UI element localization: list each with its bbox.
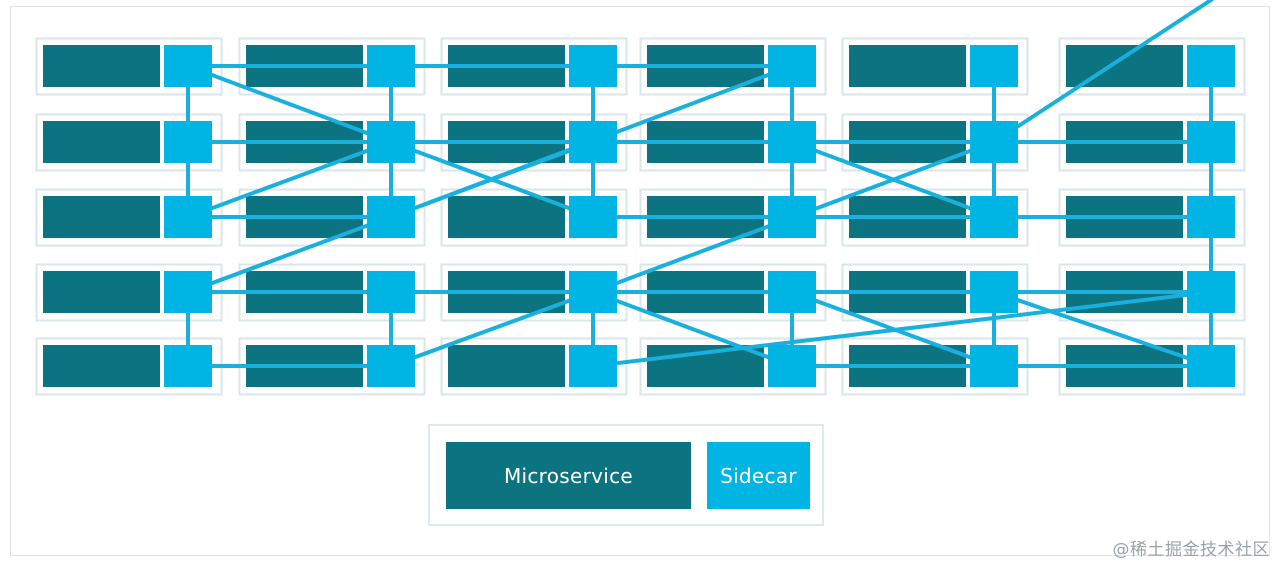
sidecar-block	[768, 196, 816, 238]
sidecar-block	[367, 121, 415, 163]
microservice-block	[448, 345, 565, 387]
sidecar-block	[367, 271, 415, 313]
mesh-link-diagonal	[991, 0, 1214, 145]
sidecar-block	[970, 196, 1018, 238]
sidecar-block	[367, 196, 415, 238]
sidecar-block	[970, 45, 1018, 87]
mesh-link-diagonal	[388, 289, 596, 369]
sidecar-layer	[164, 45, 1235, 387]
microservice-block	[43, 271, 160, 313]
microservice-block	[43, 121, 160, 163]
sidecar-block	[1187, 345, 1235, 387]
mesh-link-diagonal	[185, 139, 394, 220]
sidecar-block	[970, 271, 1018, 313]
microservice-block	[849, 45, 966, 87]
sidecar-block	[569, 271, 617, 313]
sidecar-block	[1187, 271, 1235, 313]
sidecar-block	[164, 345, 212, 387]
legend-microservice: Microservice	[446, 442, 691, 509]
sidecar-block	[1187, 45, 1235, 87]
sidecar-block	[367, 345, 415, 387]
mesh-link-diagonal	[185, 63, 394, 145]
sidecar-block	[970, 121, 1018, 163]
legend-sidecar: Sidecar	[707, 442, 810, 509]
sidecar-block	[768, 271, 816, 313]
sidecar-block	[768, 345, 816, 387]
sidecar-block	[164, 196, 212, 238]
microservice-block	[43, 196, 160, 238]
sidecar-block	[367, 45, 415, 87]
sidecar-block	[164, 271, 212, 313]
watermark: @稀土掘金技术社区	[1112, 540, 1270, 560]
sidecar-block	[164, 45, 212, 87]
microservice-block	[1066, 45, 1183, 87]
sidecar-block	[569, 345, 617, 387]
sidecar-block	[970, 345, 1018, 387]
microservice-block	[43, 45, 160, 87]
sidecar-block	[768, 45, 816, 87]
microservice-block	[448, 196, 565, 238]
sidecar-block	[1187, 196, 1235, 238]
sidecar-block	[569, 45, 617, 87]
sidecar-block	[569, 121, 617, 163]
mesh-link-diagonal	[991, 289, 1214, 369]
legend-sidecar-label: Sidecar	[720, 463, 797, 488]
sidecar-block	[768, 121, 816, 163]
sidecar-block	[164, 121, 212, 163]
sidecar-block	[569, 196, 617, 238]
mesh-link-diagonal	[590, 289, 795, 369]
legend-microservice-label: Microservice	[503, 463, 634, 488]
mesh-link-diagonal	[590, 289, 1214, 369]
sidecar-block	[1187, 121, 1235, 163]
microservice-block	[43, 345, 160, 387]
legend: Microservice Sidecar	[428, 424, 824, 526]
